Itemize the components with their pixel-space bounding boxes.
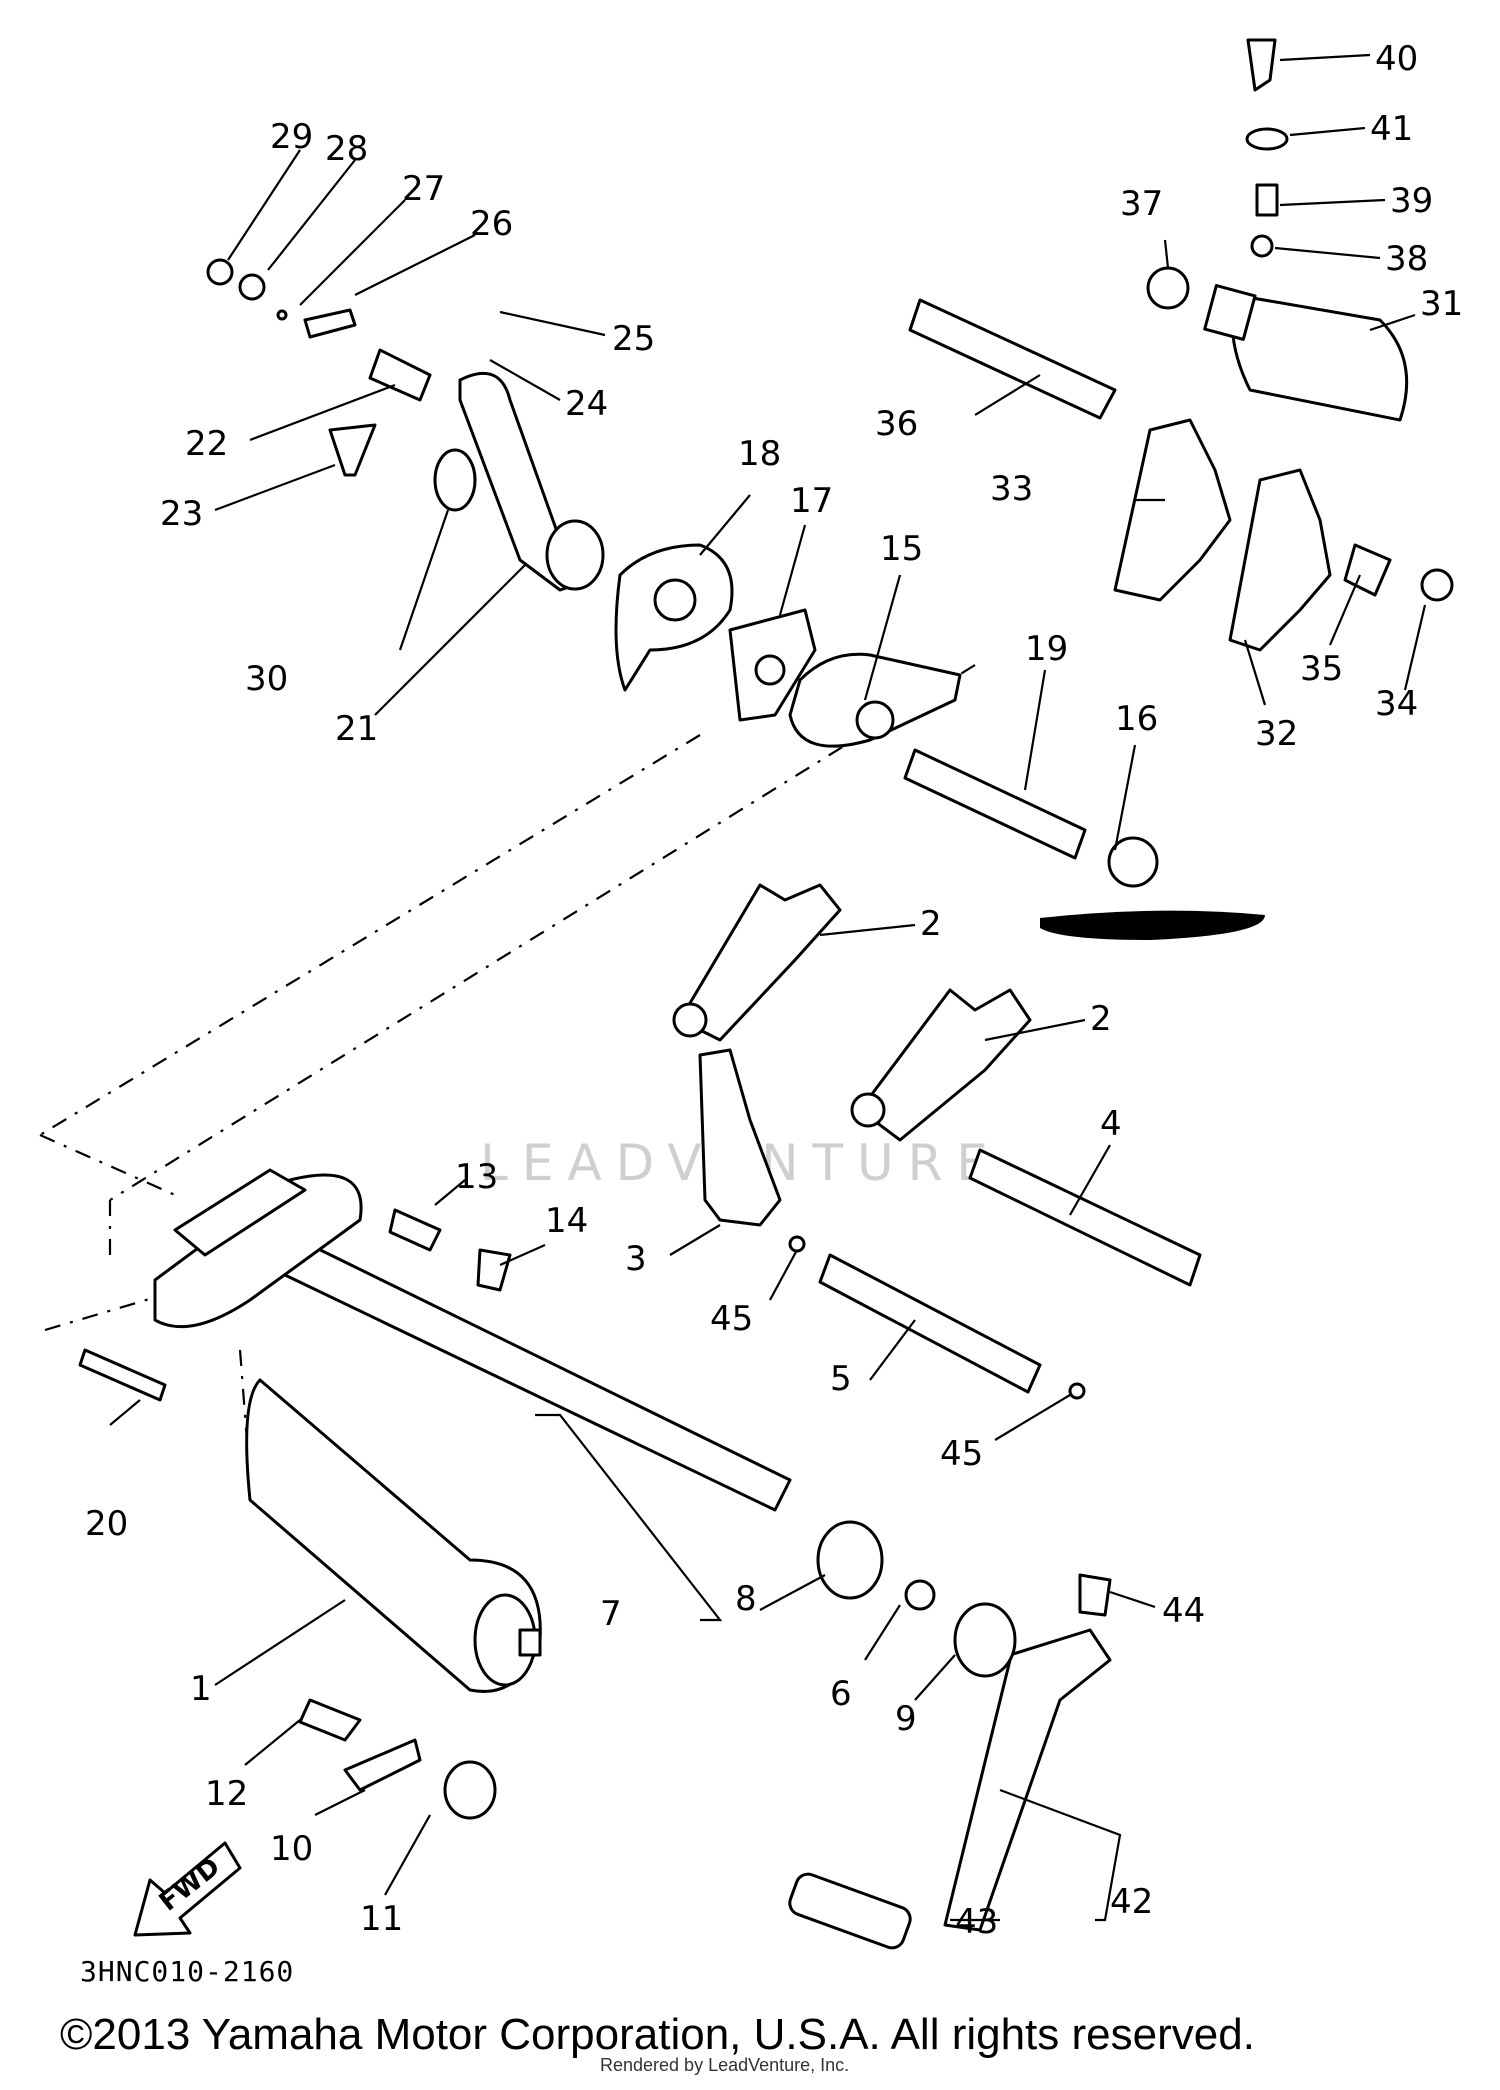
- callout-19: 19: [1025, 629, 1068, 669]
- callout-45-upper: 45: [710, 1299, 753, 1339]
- rendered-by-credit: Rendered by LeadVenture, Inc.: [600, 2055, 850, 2075]
- callout-38: 38: [1385, 239, 1428, 279]
- part-3-shift-fork-small: [698, 1048, 782, 1227]
- callout-27: 27: [402, 169, 445, 209]
- callout-33: 33: [990, 469, 1033, 509]
- callout-4: 4: [1100, 1104, 1122, 1144]
- part-21-shift-arm: [458, 371, 605, 592]
- part-18-plate: [614, 543, 734, 692]
- callout-29: 29: [270, 117, 313, 157]
- callout-18: 18: [738, 434, 781, 474]
- callout-17: 17: [790, 481, 833, 521]
- forward-arrow: FWD: [133, 1841, 242, 1937]
- callout-32: 32: [1255, 714, 1298, 754]
- part-1-shift-drum: [245, 1378, 542, 1693]
- callout-37: 37: [1120, 184, 1163, 224]
- part-2-shift-fork-upper: [672, 883, 842, 1042]
- callout-3: 3: [625, 1239, 647, 1279]
- callout-24: 24: [565, 384, 608, 424]
- callout-14: 14: [545, 1201, 588, 1241]
- black-bar: [1040, 910, 1265, 940]
- part-32-shift-fork: [1228, 468, 1332, 652]
- callout-9: 9: [895, 1699, 917, 1739]
- callout-11: 11: [360, 1899, 403, 1939]
- part-4-guide-bar: [968, 1148, 1202, 1287]
- part-36-shaft: [908, 298, 1117, 420]
- callout-13: 13: [455, 1157, 498, 1197]
- callout-45-lower: 45: [940, 1434, 983, 1474]
- part-2-shift-fork-lower: [850, 988, 1032, 1142]
- part-19-shaft: [903, 748, 1087, 860]
- callout-44: 44: [1162, 1591, 1205, 1631]
- callout-26: 26: [470, 204, 513, 244]
- callout-25: 25: [612, 319, 655, 359]
- callout-21: 21: [335, 709, 378, 749]
- small-parts: [78, 38, 1454, 1820]
- callout-1: 1: [190, 1669, 212, 1709]
- callout-2-upper: 2: [920, 904, 942, 944]
- callout-labels: 1 2 2 3 4 5 6 7 8 9 10 11 12 13 14 15 16…: [85, 39, 1463, 1942]
- callout-10: 10: [270, 1829, 313, 1869]
- callout-28: 28: [325, 129, 368, 169]
- part-5-guide-bar: [818, 1253, 1042, 1394]
- part-33-shift-fork: [1113, 418, 1232, 602]
- callout-16: 16: [1115, 699, 1158, 739]
- callout-5: 5: [830, 1359, 852, 1399]
- callout-2-lower: 2: [1090, 999, 1112, 1039]
- callout-34: 34: [1375, 684, 1418, 724]
- callout-36: 36: [875, 404, 918, 444]
- part-43-pedal-rubber: [788, 1872, 912, 1950]
- part-15-segment: [788, 652, 962, 748]
- callout-39: 39: [1390, 181, 1433, 221]
- callout-15: 15: [880, 529, 923, 569]
- callout-6: 6: [830, 1674, 852, 1714]
- copyright-notice: ©2013 Yamaha Motor Corporation, U.S.A. A…: [60, 2010, 1255, 2059]
- callout-40: 40: [1375, 39, 1418, 79]
- part-42-shift-pedal: [943, 1628, 1112, 1932]
- callout-22: 22: [185, 424, 228, 464]
- part-7-shift-shaft: [153, 1168, 792, 1512]
- part-31-shift-drum: [1203, 284, 1409, 422]
- callout-31: 31: [1420, 284, 1463, 324]
- callout-30: 30: [245, 659, 288, 699]
- callout-35: 35: [1300, 649, 1343, 689]
- callout-12: 12: [205, 1774, 248, 1814]
- callout-42: 42: [1110, 1882, 1153, 1922]
- callout-23: 23: [160, 494, 203, 534]
- callout-43: 43: [955, 1902, 998, 1942]
- leader-lines: [109, 53, 1427, 1922]
- diagram-code: 3HNC010-2160: [80, 1955, 295, 1988]
- part-17-plate: [728, 608, 817, 722]
- callout-7: 7: [600, 1594, 622, 1634]
- callout-20: 20: [85, 1504, 128, 1544]
- callout-8: 8: [735, 1579, 757, 1619]
- callout-41: 41: [1370, 109, 1413, 149]
